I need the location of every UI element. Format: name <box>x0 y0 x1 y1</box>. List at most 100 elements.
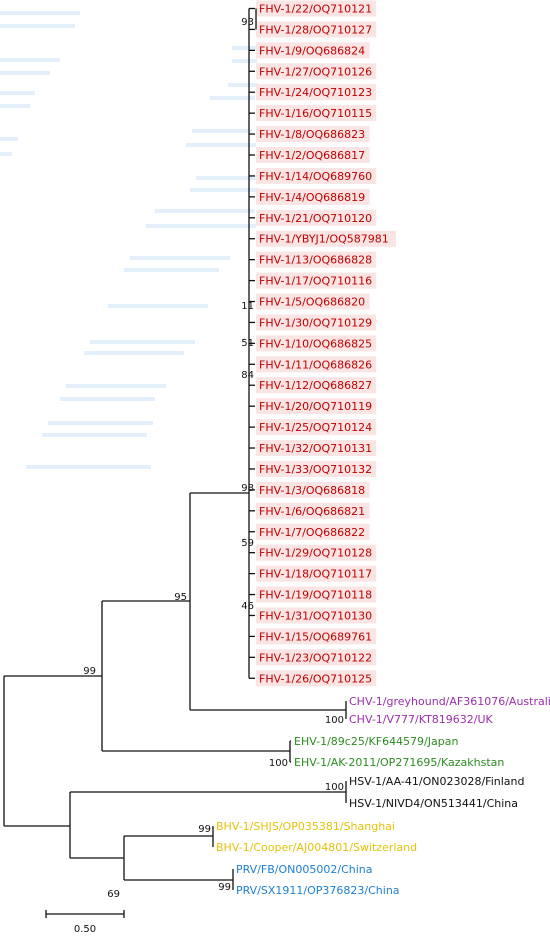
taxon-labels: FHV-1/22/OQ710121FHV-1/28/OQ710127FHV-1/… <box>216 3 550 898</box>
taxon-label-fhv: FHV-1/29/OQ710128 <box>259 547 372 560</box>
ghost-fragment <box>66 384 166 388</box>
fhv-highlight <box>256 419 377 436</box>
ghost-fragment <box>0 152 12 156</box>
fhv-highlight <box>256 356 377 373</box>
ghost-fragment <box>0 11 80 15</box>
ghost-fragment <box>186 143 256 147</box>
fhv-highlight <box>256 502 370 519</box>
taxon-label-fhv: FHV-1/31/OQ710130 <box>259 609 372 622</box>
taxon-label-fhv: FHV-1/23/OQ710122 <box>259 651 372 664</box>
taxon-label-hsv: HSV-1/NIVD4/ON513441/China <box>349 797 518 810</box>
taxon-label-fhv: FHV-1/32/OQ710131 <box>259 442 372 455</box>
taxon-label-fhv: FHV-1/7/OQ686822 <box>259 526 365 539</box>
fhv-highlight <box>256 188 370 205</box>
taxon-label-ehv: EHV-1/AK-2011/OP271695/Kazakhstan <box>294 756 504 769</box>
fhv-highlight <box>256 21 377 38</box>
taxon-label-chv: CHV-1/V777/KT819632/UK <box>349 713 494 726</box>
taxon-label-fhv: FHV-1/15/OQ689761 <box>259 630 372 643</box>
fhv-highlight <box>256 63 377 80</box>
bootstrap-value: 99 <box>83 666 96 677</box>
fhv-highlight <box>256 544 377 561</box>
fhv-highlight <box>256 460 377 477</box>
fhv-highlight <box>256 314 377 331</box>
ghost-fragment <box>0 137 18 141</box>
ghost-fragment <box>0 91 35 95</box>
taxon-label-fhv: FHV-1/26/OQ710125 <box>259 672 372 685</box>
taxon-label-fhv: FHV-1/4/OQ686819 <box>259 191 365 204</box>
taxon-label-fhv: FHV-1/11/OQ686826 <box>259 358 372 371</box>
bootstrap-value: 46 <box>241 601 254 612</box>
fhv-highlight <box>256 42 370 59</box>
ghost-fragment <box>84 351 184 355</box>
bootstrap-value: 100 <box>269 758 288 769</box>
bootstrap-value: 69 <box>107 889 120 900</box>
ghost-fragment <box>0 24 75 28</box>
fhv-highlight <box>256 481 370 498</box>
fhv-highlight <box>256 272 377 289</box>
taxon-label-bhv: BHV-1/SHJS/OP035381/Shanghai <box>216 820 395 833</box>
fhv-highlight <box>256 335 377 352</box>
ghost-fragment <box>0 104 30 108</box>
taxon-label-fhv: FHV-1/12/OQ686827 <box>259 379 372 392</box>
taxon-label-fhv: FHV-1/10/OQ686825 <box>259 337 372 350</box>
ghost-fragment <box>155 209 255 213</box>
ghost-fragment <box>26 465 151 469</box>
fhv-highlight <box>256 670 377 687</box>
taxon-label-fhv: FHV-1/8/OQ686823 <box>259 128 365 141</box>
taxon-label-hsv: HSV-1/AA-41/ON023028/Finland <box>349 775 524 788</box>
taxon-label-fhv: FHV-1/20/OQ710119 <box>259 400 372 413</box>
bootstrap-value: 11 <box>241 301 254 312</box>
ghost-fragment <box>42 433 147 437</box>
fhv-highlight <box>256 167 377 184</box>
fhv-highlight <box>256 293 370 310</box>
taxon-label-ehv: EHV-1/89c25/KF644579/Japan <box>294 735 458 748</box>
fhv-highlight <box>256 230 396 247</box>
taxon-label-fhv: FHV-1/19/OQ710118 <box>259 589 372 602</box>
taxon-label-fhv: FHV-1/13/OQ686828 <box>259 254 372 267</box>
scale-bar-label: 0.50 <box>74 924 96 935</box>
bootstrap-value: 100 <box>325 782 344 793</box>
taxon-label-fhv: FHV-1/2/OQ686817 <box>259 149 365 162</box>
fhv-highlight <box>256 649 377 666</box>
ghost-fragment <box>124 268 219 272</box>
fhv-highlight <box>256 607 377 624</box>
ghost-fragment <box>196 176 256 180</box>
taxon-label-fhv: FHV-1/14/OQ689760 <box>259 170 372 183</box>
ghost-fragment <box>192 129 252 133</box>
fhv-highlight <box>256 377 377 394</box>
scale-bar: 0.50 <box>45 910 125 935</box>
taxon-label-prv: PRV/SX1911/OP376823/China <box>236 884 400 897</box>
bootstrap-value: 99 <box>218 882 231 893</box>
taxon-label-fhv: FHV-1/6/OQ686821 <box>259 505 365 518</box>
taxon-label-fhv: FHV-1/33/OQ710132 <box>259 463 372 476</box>
taxon-label-fhv: FHV-1/5/OQ686820 <box>259 296 365 309</box>
taxon-label-bhv: BHV-1/Cooper/AJ004801/Switzerland <box>216 841 417 854</box>
bootstrap-value: 84 <box>241 370 254 381</box>
taxon-label-fhv: FHV-1/16/OQ710115 <box>259 107 372 120</box>
fhv-highlight <box>256 84 377 101</box>
taxon-label-fhv: FHV-1/3/OQ686818 <box>259 484 365 497</box>
bootstrap-value: 100 <box>325 715 344 726</box>
taxon-label-fhv: FHV-1/28/OQ710127 <box>259 23 372 36</box>
taxon-label-fhv: FHV-1/17/OQ710116 <box>259 275 372 288</box>
fhv-highlight <box>256 251 377 268</box>
bootstrap-value: 59 <box>241 538 254 549</box>
ghost-fragment <box>146 224 256 228</box>
tree-branches <box>3 7 347 890</box>
bootstrap-value: 51 <box>241 338 254 349</box>
taxon-label-fhv: FHV-1/24/OQ710123 <box>259 86 372 99</box>
bootstrap-value: 99 <box>198 824 211 835</box>
fhv-highlight-boxes <box>256 0 396 687</box>
fhv-highlight <box>256 565 377 582</box>
fhv-highlight <box>256 0 377 17</box>
taxon-label-fhv: FHV-1/25/OQ710124 <box>259 421 372 434</box>
fhv-highlight <box>256 586 377 603</box>
taxon-label-prv: PRV/FB/ON005002/China <box>236 863 373 876</box>
ghost-fragment <box>232 46 262 50</box>
ghost-fragment <box>228 83 258 87</box>
taxon-label-fhv: FHV-1/27/OQ710126 <box>259 65 372 78</box>
bootstrap-value: 95 <box>174 592 187 603</box>
fhv-highlight <box>256 147 370 164</box>
